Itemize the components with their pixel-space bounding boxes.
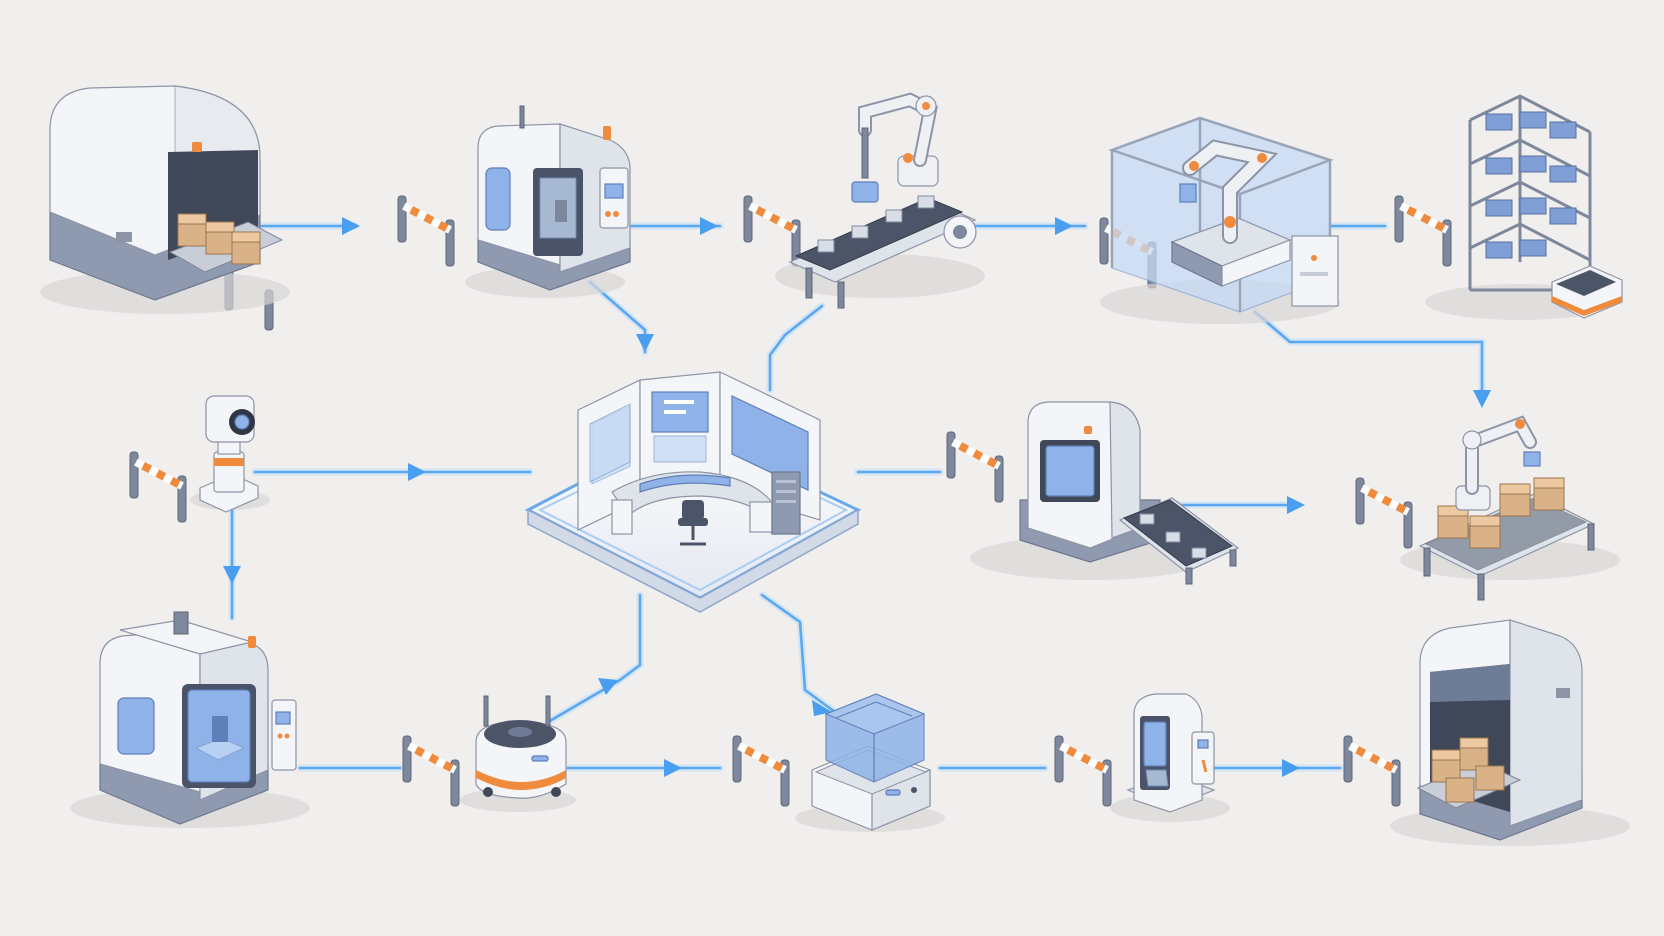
barrier-icon — [402, 735, 460, 807]
warehouse-dock-icon — [40, 85, 290, 314]
mobile-robot-icon — [460, 695, 576, 812]
barrier-icon — [1355, 477, 1413, 549]
arrow-right-icon — [1282, 759, 1300, 777]
agv-bin-icon — [795, 693, 945, 832]
barrier-icon — [743, 195, 801, 267]
kiosk-terminal-icon — [1110, 693, 1230, 822]
arrow-right-icon — [700, 217, 718, 235]
3d-printer-icon — [70, 611, 310, 828]
robot-arm-conveyor-icon — [775, 92, 985, 309]
palletizing-robot-icon — [1400, 415, 1620, 601]
arrow-up-right-icon — [598, 678, 618, 695]
arrow-down-icon — [223, 566, 241, 584]
arrow-right-icon — [1287, 496, 1305, 514]
flow-lines — [228, 222, 1486, 772]
arrow-right-icon — [408, 463, 426, 481]
arrow-right-icon — [342, 217, 360, 235]
robotic-cell-icon — [1100, 116, 1340, 324]
storage-rack-agv-icon — [1425, 94, 1623, 320]
control-room-icon — [524, 371, 862, 613]
arrow-down-icon — [636, 334, 654, 352]
arrow-down-right-icon — [812, 700, 832, 716]
camera-sensor-icon — [190, 395, 270, 513]
barrier-icon — [1054, 735, 1112, 807]
arrow-down-icon — [1473, 390, 1491, 408]
arrow-right-icon — [1055, 217, 1073, 235]
scanner-tunnel-icon — [970, 401, 1240, 585]
barrier-icon — [397, 195, 455, 267]
flow-arrowheads — [223, 217, 1491, 777]
barrier-icon — [1394, 195, 1452, 267]
barriers — [129, 195, 1452, 807]
barrier-icon — [732, 735, 790, 807]
barrier-icon — [129, 451, 187, 523]
arrow-right-icon — [664, 759, 682, 777]
barrier-icon — [1343, 735, 1401, 807]
barrier-icon — [946, 431, 1004, 503]
warehouse-outbound-icon — [1390, 619, 1630, 846]
cnc-machine-icon — [465, 105, 631, 298]
